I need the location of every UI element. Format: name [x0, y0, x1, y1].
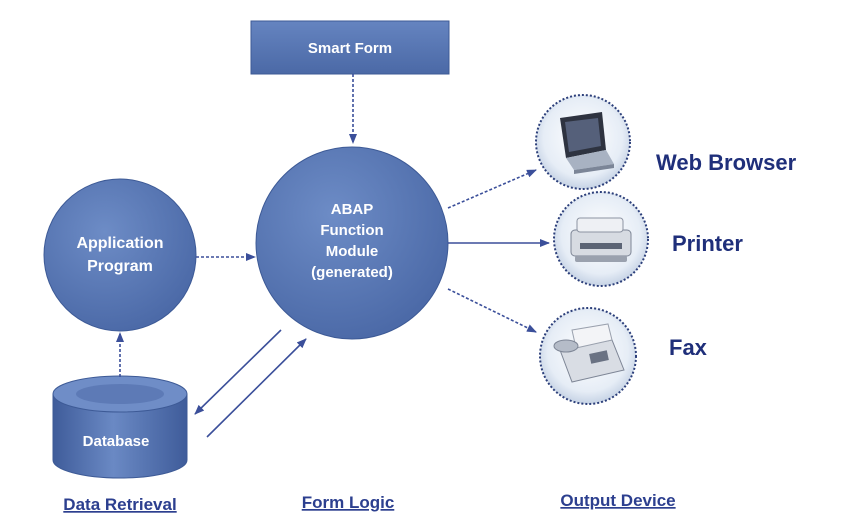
- smart-form-label: Smart Form: [308, 40, 392, 57]
- printer-device: [553, 191, 649, 287]
- monitor-icon: [560, 112, 614, 174]
- application-program-line-1: Application: [76, 235, 163, 252]
- printer-icon: [570, 217, 632, 262]
- arrow-module-to-fax: [447, 288, 537, 333]
- footer-labels: Data Retrieval Form Logic Output Device: [63, 491, 675, 514]
- printer-label: Printer: [672, 231, 743, 256]
- abap-function-module-node: ABAP Function Module (generated): [255, 146, 449, 340]
- footer-data-retrieval: Data Retrieval: [63, 495, 176, 514]
- application-program-node: Application Program: [43, 178, 197, 332]
- web-browser-device: [535, 94, 631, 190]
- arrow-db-to-module: [206, 338, 307, 438]
- abap-label-line-2: Function: [320, 222, 383, 239]
- arrow-module-to-web-browser: [447, 169, 537, 209]
- abap-label-line-1: ABAP: [331, 201, 374, 218]
- abap-label-line-3: Module: [326, 243, 379, 260]
- footer-output-device: Output Device: [560, 491, 675, 510]
- arrow-module-to-db: [194, 329, 282, 415]
- application-program-line-2: Program: [87, 258, 153, 275]
- database-node: Database: [52, 375, 188, 479]
- fax-device: [539, 307, 637, 405]
- smart-form-box: Smart Form: [250, 20, 450, 75]
- web-browser-label: Web Browser: [656, 150, 797, 175]
- footer-form-logic: Form Logic: [302, 493, 395, 512]
- fax-icon: [553, 323, 625, 383]
- connectors: [116, 74, 550, 438]
- fax-label: Fax: [669, 335, 708, 360]
- database-label: Database: [83, 433, 150, 450]
- abap-label-line-4: (generated): [311, 264, 393, 281]
